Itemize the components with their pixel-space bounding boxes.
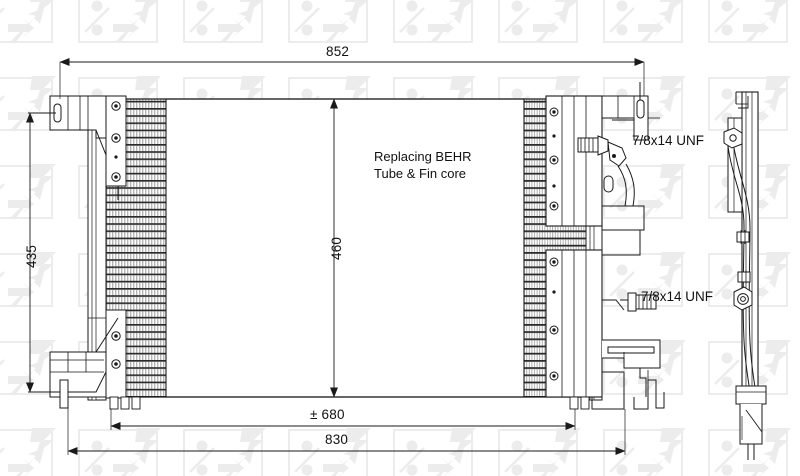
- dimension-label-bottom-inner-width: ± 680: [310, 407, 345, 422]
- fitting-label-lower-thread: 7/8x14 UNF: [641, 289, 714, 304]
- dimension-label-top-width: 852: [326, 44, 350, 59]
- dimension-label-center-height: 460: [329, 236, 344, 260]
- note-replacing-line2: Tube & Fin core: [374, 166, 467, 181]
- note-replacing-line1: Replacing BEHR: [374, 149, 472, 164]
- dimension-label-left-height: 435: [24, 244, 39, 268]
- dimension-label-bottom-outer-width: 830: [325, 432, 349, 447]
- fitting-label-upper-thread: 7/8x14 UNF: [632, 133, 705, 148]
